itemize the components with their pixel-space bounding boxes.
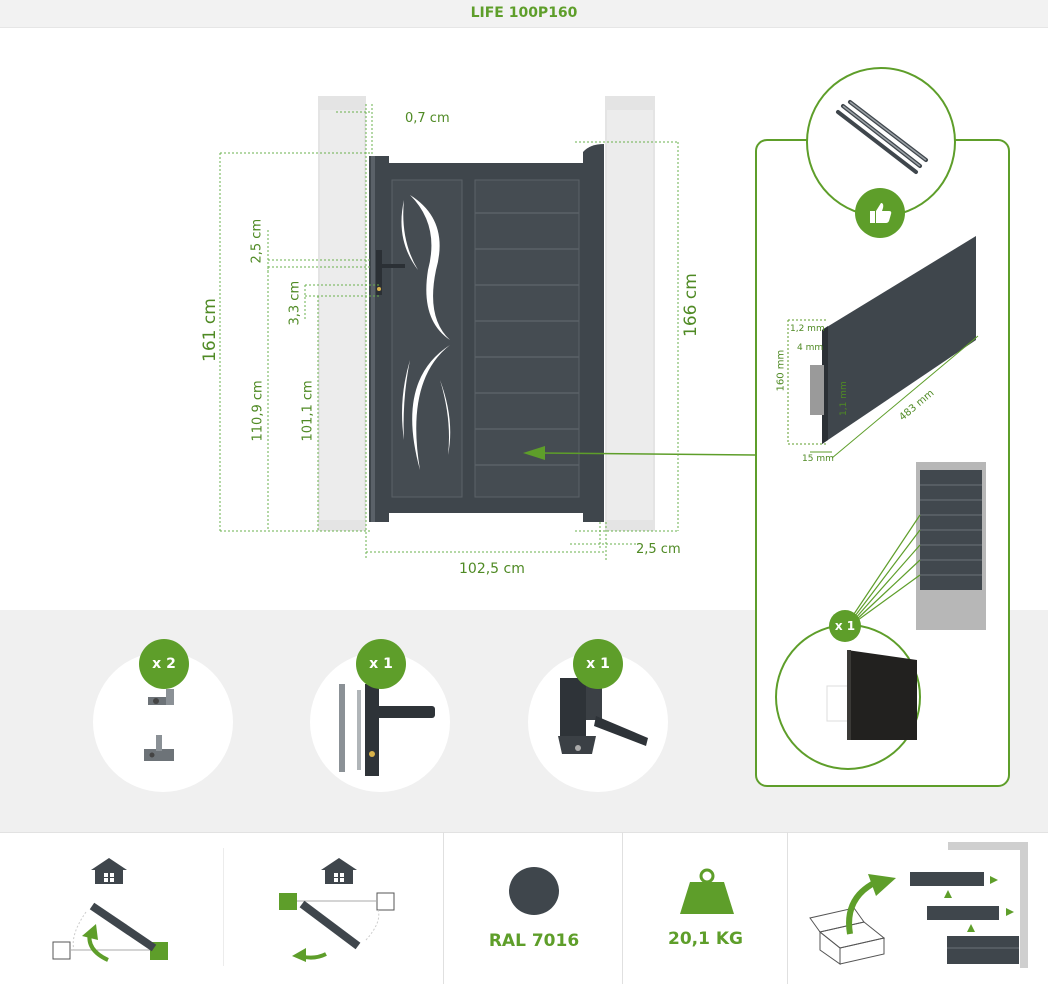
gate-latch-icon — [558, 678, 648, 754]
product-title: LIFE 100P160 — [470, 5, 578, 21]
color-swatch — [509, 867, 559, 915]
panel-section-icon — [826, 650, 917, 740]
house-icon — [91, 858, 127, 884]
latch-count: x 1 — [573, 639, 623, 689]
opening-left-diagram — [52, 858, 168, 962]
right-post — [583, 144, 604, 522]
profile-thickness-top: 1,2 mm — [790, 324, 825, 334]
profile-height: 160 mm — [775, 349, 787, 392]
dim-handle-offset: 2,5 cm — [249, 218, 265, 264]
house-icon — [321, 858, 357, 884]
profile-drawing — [787, 236, 979, 459]
handle-lock-icon — [339, 684, 435, 776]
dim-height-right: 166 cm — [681, 273, 701, 337]
handle-count: x 1 — [356, 639, 406, 689]
thumbs-up-badge — [855, 188, 905, 238]
profile-wall: 1,1 mm — [839, 381, 849, 416]
hinge-icon — [144, 689, 174, 761]
dim-gap-top: 0,7 cm — [405, 111, 450, 126]
dim-lock-offset: 3,3 cm — [287, 280, 303, 326]
color-name: RAL 7016 — [488, 931, 580, 951]
dim-lock-height: 101,1 cm — [300, 380, 316, 442]
dim-gap-bottom: 2,5 cm — [636, 542, 681, 557]
profile-inner: 4 mm — [797, 343, 824, 353]
hinge-count: x 2 — [139, 639, 189, 689]
handle-plate — [376, 250, 382, 295]
profile-depth: 15 mm — [802, 454, 834, 464]
handle-lever — [379, 264, 405, 268]
weight-icon — [680, 868, 734, 914]
assembly-diagram — [809, 842, 1028, 968]
dim-height-left: 161 cm — [200, 298, 220, 362]
gate-drawing — [219, 96, 756, 560]
thumbs-up-icon — [870, 203, 892, 223]
panel-stack-drawing — [849, 462, 986, 630]
dim-width: 102,5 cm — [459, 561, 525, 577]
spare-panel-count: x 1 — [829, 610, 861, 642]
opening-right-diagram — [279, 858, 395, 962]
spare-panel-circle — [775, 624, 921, 770]
weight-value: 20,1 KG — [668, 929, 743, 949]
screws-icon — [836, 100, 928, 174]
title-bar: LIFE 100P160 — [0, 0, 1048, 28]
dim-handle-height: 110,9 cm — [250, 380, 266, 442]
slat-panel — [474, 179, 580, 498]
